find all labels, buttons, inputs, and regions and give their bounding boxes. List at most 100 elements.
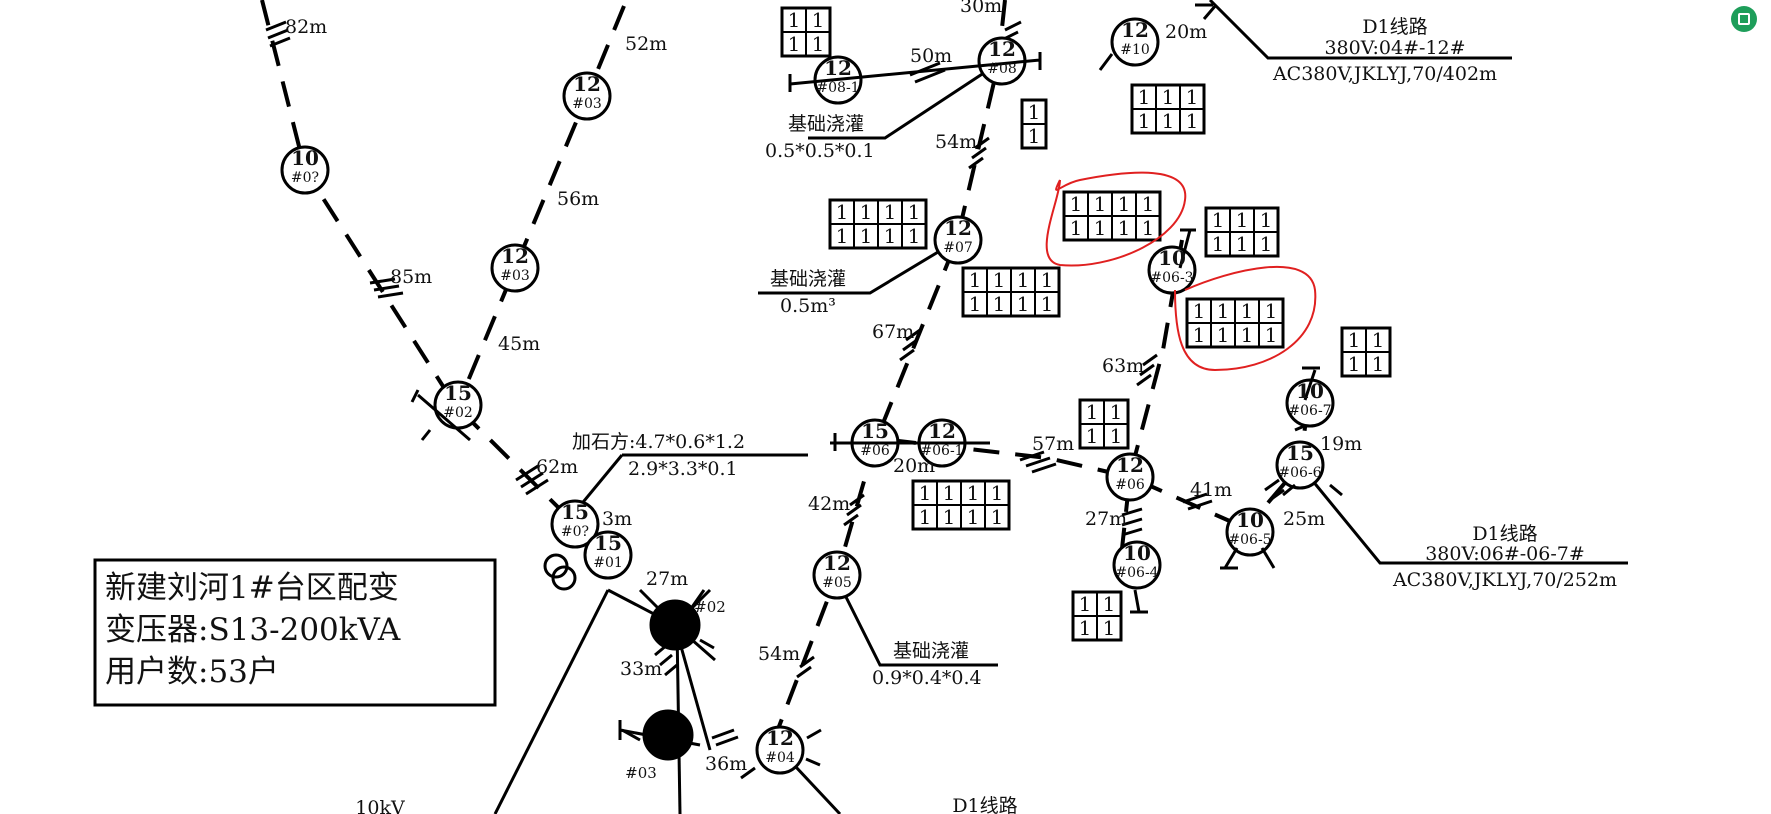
pole-id: #06-6 (1278, 465, 1321, 481)
pole-id: #0? (291, 170, 319, 186)
distance-label: 54m (758, 643, 800, 665)
meter-digit: 1 (1241, 323, 1254, 347)
meter-digit: 1 (1142, 216, 1155, 240)
distance-label: 45m (498, 333, 540, 355)
distance-label: 56m (557, 188, 599, 210)
line-title: D1线路 (1472, 523, 1537, 545)
meter-digit: 1 (943, 481, 956, 505)
foundation-note-title: 基础浇灌 (770, 268, 846, 290)
distance-label: 52m (625, 33, 667, 55)
pole-number: 15 (561, 500, 589, 524)
meter-digit: 1 (1086, 400, 1099, 424)
pole-id: #02 (443, 405, 473, 421)
meter-cell (1258, 322, 1284, 348)
pole-id: #0? (561, 524, 589, 540)
meter-digit: 1 (967, 481, 980, 505)
meter-digit: 1 (1017, 292, 1030, 316)
distance-label: 3m (602, 508, 632, 530)
spreadsheet-app-icon[interactable] (1731, 6, 1757, 32)
transformer-poles (618, 588, 716, 761)
pole-id: #08-1 (816, 80, 859, 96)
meter-digit: 1 (1079, 616, 1092, 640)
pole-circle (583, 530, 633, 580)
meter-digit: 1 (1212, 232, 1225, 256)
meter-digit: 1 (908, 200, 921, 224)
info-transformer: 变压器:S13-200kVA (105, 612, 401, 648)
pole-number: 10 (1123, 541, 1151, 565)
meter-cell (1021, 123, 1047, 149)
meter-cell (1034, 291, 1060, 317)
meter-digit: 1 (993, 268, 1006, 292)
distance-label: 62m (536, 456, 578, 478)
pole-number: 12 (573, 72, 601, 96)
line-spec: AC380V,JKLYJ,70/252m (1392, 569, 1617, 591)
poles (280, 17, 1335, 775)
meter-digit: 1 (1348, 328, 1361, 352)
meter-digit: 1 (991, 481, 1004, 505)
transformer-symbol (543, 553, 577, 591)
pole-id: #08 (987, 61, 1017, 77)
meter-digit: 1 (1265, 299, 1278, 323)
meter-digit: 1 (1142, 192, 1155, 216)
stone-note-size: 2.9*3.3*0.1 (628, 458, 738, 480)
pole-number: 10 (291, 146, 319, 170)
pole-id: #01 (593, 555, 623, 571)
meter-digit: 1 (1138, 85, 1151, 109)
meter-digit: 1 (836, 200, 849, 224)
meter-digit: 1 (1118, 216, 1131, 240)
pole-circle (1105, 452, 1155, 502)
pole-id: #07 (943, 240, 973, 256)
dashed-lines (260, 0, 1310, 751)
pole-number: 12 (928, 419, 956, 443)
distance-label: 20m (1165, 21, 1207, 43)
distance-label: 63m (1102, 355, 1144, 377)
distance-label: 30m (960, 0, 1002, 17)
meter-cell (1179, 108, 1205, 134)
pole-circle (933, 215, 983, 265)
pole-circle (1225, 507, 1275, 557)
meter-digit: 1 (1079, 592, 1092, 616)
info-box: 新建刘河1#台区配变 变压器:S13-200kVA 用户数:53户 (93, 558, 497, 707)
distance-label: 33m (620, 658, 662, 680)
meter-digit: 1 (1110, 424, 1123, 448)
pole-number: 12 (824, 56, 852, 80)
foundation-note-size: 0.9*0.4*0.4 (872, 667, 982, 689)
meter-digit: 1 (1260, 208, 1273, 232)
pole-circle (812, 550, 862, 600)
meter-digit: 1 (1186, 109, 1199, 133)
meter-digit: 1 (1041, 292, 1054, 316)
meter-digit: 1 (1186, 85, 1199, 109)
meter-digit: 1 (1217, 299, 1230, 323)
pole-id: #06-5 (1228, 532, 1271, 548)
pole-number: 12 (823, 551, 851, 575)
meter-digit: 1 (1372, 352, 1385, 376)
meter-digit: 1 (1028, 100, 1041, 124)
pole-circle (1275, 440, 1325, 490)
pole-circle (490, 243, 540, 293)
meter-digit: 1 (1041, 268, 1054, 292)
distance-label: 25m (1283, 508, 1325, 530)
meter-digit: 1 (1265, 323, 1278, 347)
stone-note-title: 加石方:4.7*0.6*1.2 (572, 431, 745, 453)
meter-digit: 1 (919, 505, 932, 529)
meter-digit: 1 (993, 292, 1006, 316)
foundation-note-size: 0.5m³ (780, 295, 836, 317)
meter-digit: 1 (1094, 216, 1107, 240)
pole-number: 12 (944, 216, 972, 240)
meter-digit: 1 (969, 292, 982, 316)
foundation-note-size: 0.5*0.5*0.1 (765, 140, 875, 162)
meter-digit: 1 (1103, 592, 1116, 616)
meter-digit: 1 (1118, 192, 1131, 216)
meter-digit: 1 (788, 32, 801, 56)
transformer-pole-id: #02 (694, 598, 726, 616)
meter-cell (805, 31, 831, 57)
meter-digit: 1 (919, 481, 932, 505)
distance-label: 42m (808, 493, 850, 515)
